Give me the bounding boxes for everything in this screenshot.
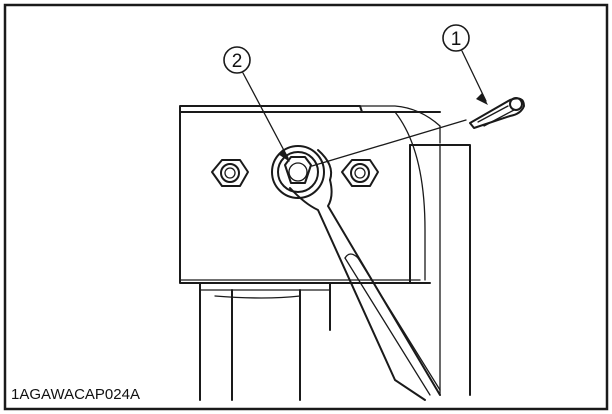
right-bolt xyxy=(341,159,379,187)
center-nut xyxy=(271,145,325,199)
block-housing xyxy=(179,105,471,396)
figure-frame xyxy=(3,3,609,411)
callout-1-label: 1 xyxy=(451,29,462,50)
callout-2-label: 2 xyxy=(232,51,243,72)
left-bolt xyxy=(211,159,249,187)
cotter-pin xyxy=(469,97,525,129)
pin-guide-line xyxy=(311,119,467,167)
wrench xyxy=(289,149,441,401)
callout-2: 2 xyxy=(223,46,290,162)
image-code: 1AGAWACAP024A xyxy=(11,386,140,403)
callout-1: 1 xyxy=(442,24,488,105)
lower-legs xyxy=(199,282,331,401)
